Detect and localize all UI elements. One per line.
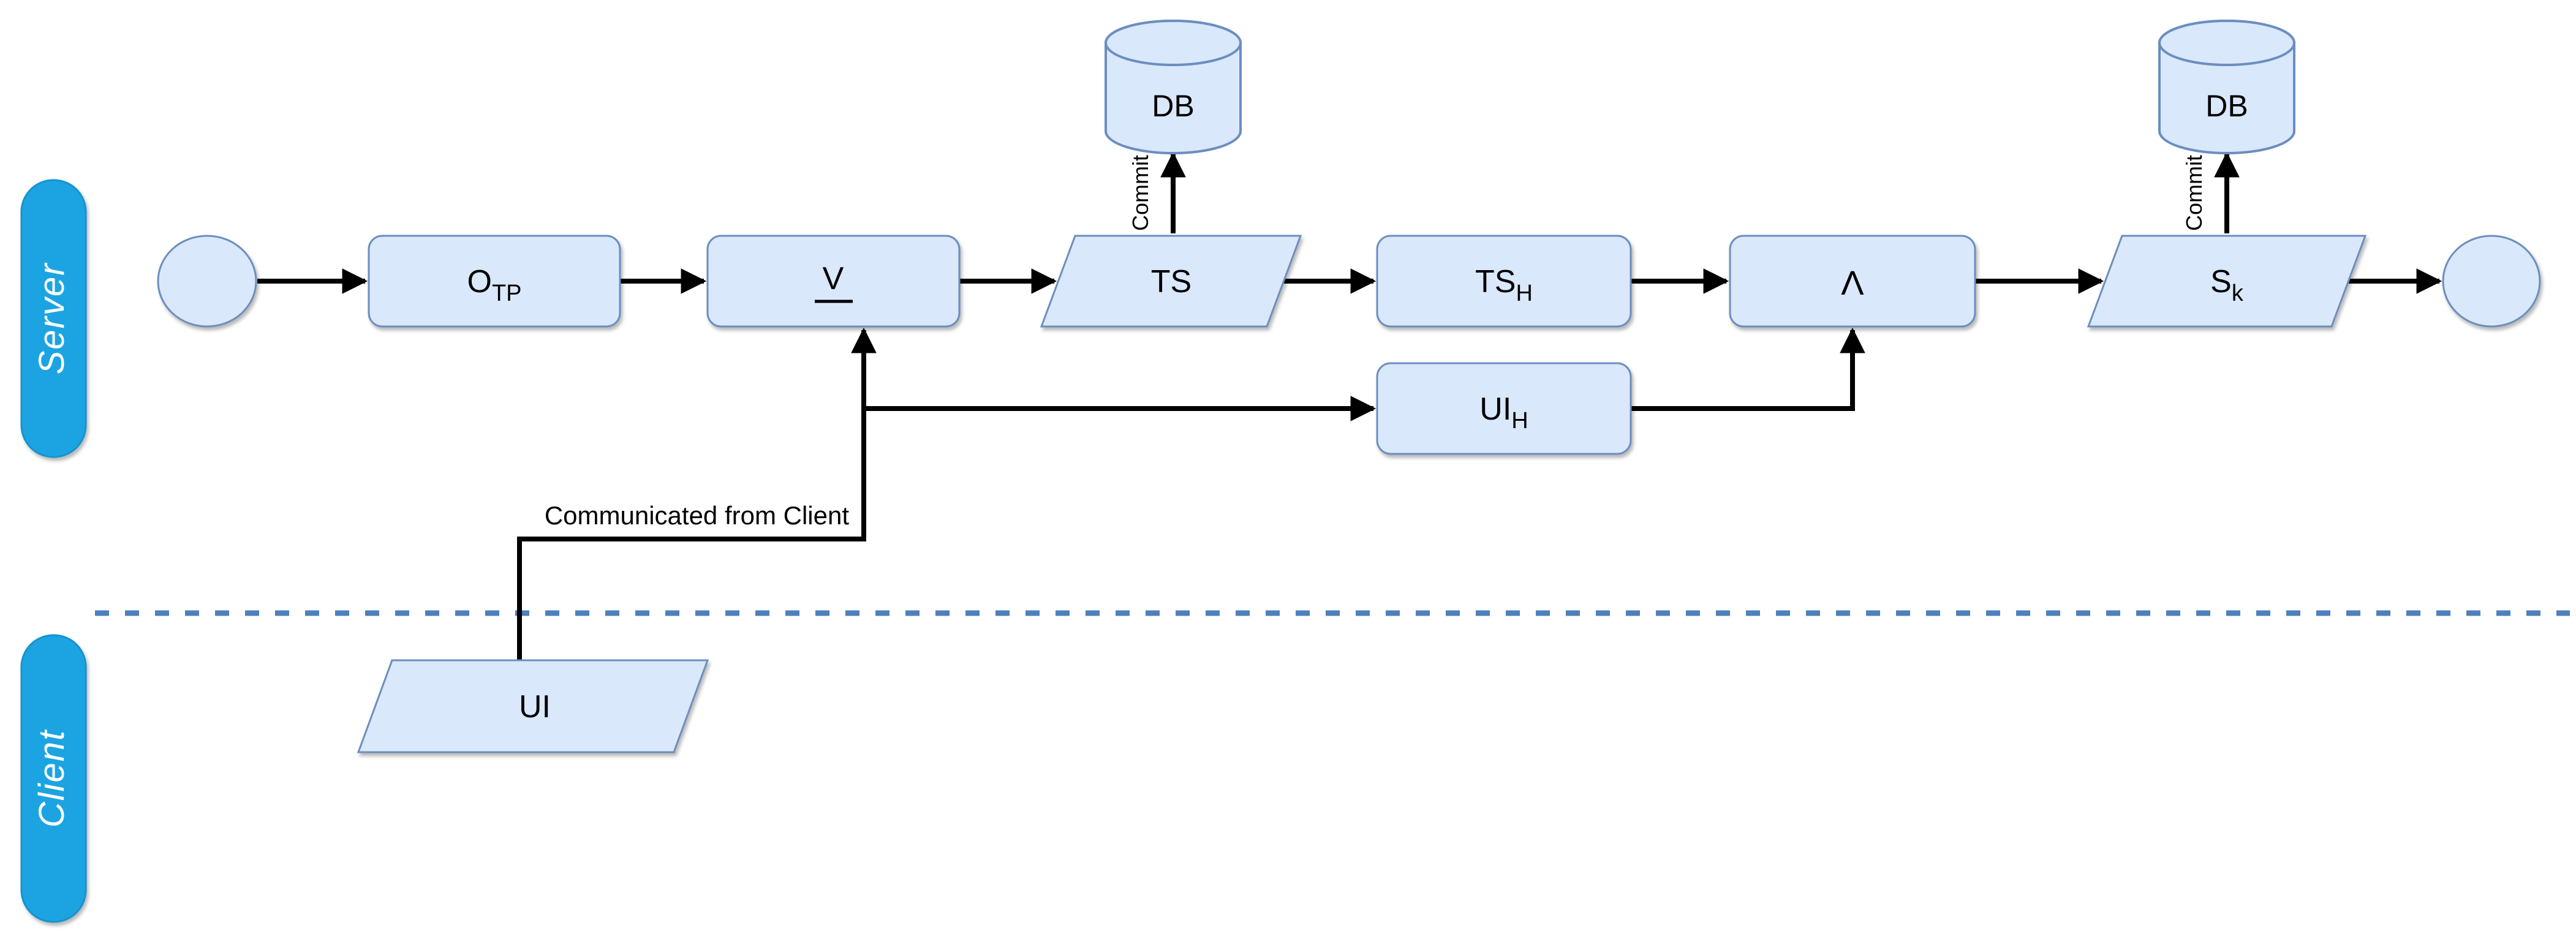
db-cylinder-ts-rim	[1105, 20, 1242, 66]
client-lane-label: Client	[32, 729, 72, 827]
server-lane-label: Server	[32, 262, 72, 375]
data-ts	[1040, 235, 1302, 328]
process-uih	[1376, 362, 1632, 455]
arrow-uih-to-match	[1631, 327, 1865, 411]
db-cylinder-ts: DB	[1105, 20, 1242, 154]
communicated-from-client-label: Communicated from Client	[545, 501, 850, 530]
process-otp	[368, 235, 621, 328]
commit-sk-label: Commit	[2181, 155, 2207, 231]
process-match-label: Λ	[1841, 263, 1864, 302]
process-verify-label: V	[823, 261, 844, 296]
data-sk	[2087, 235, 2367, 328]
commit-ts-label: Commit	[1128, 155, 1153, 231]
process-tsh	[1376, 235, 1632, 328]
data-ts-label: TS	[1151, 264, 1192, 300]
data-sk-label: Sk	[2210, 264, 2244, 306]
process-match	[1729, 235, 1976, 328]
db-cylinder-sk-rim	[2158, 20, 2295, 66]
process-tsh-label: TSH	[1475, 264, 1533, 306]
server-lane-pill	[20, 179, 87, 458]
db-cylinder-sk-label: DB	[2205, 89, 2248, 123]
process-uih-label: UIH	[1479, 391, 1528, 434]
data-ui	[357, 659, 709, 753]
process-verify	[706, 235, 961, 328]
start-node	[157, 235, 257, 328]
arrow-ui-to-v	[517, 327, 877, 660]
data-ui-label: UI	[519, 689, 551, 725]
db-cylinder-sk: DB	[2158, 20, 2295, 154]
client-lane-pill	[20, 634, 87, 923]
process-otp-label: OTP	[467, 264, 521, 306]
db-cylinder-ts-label: DB	[1152, 89, 1194, 123]
end-node	[2442, 235, 2541, 328]
